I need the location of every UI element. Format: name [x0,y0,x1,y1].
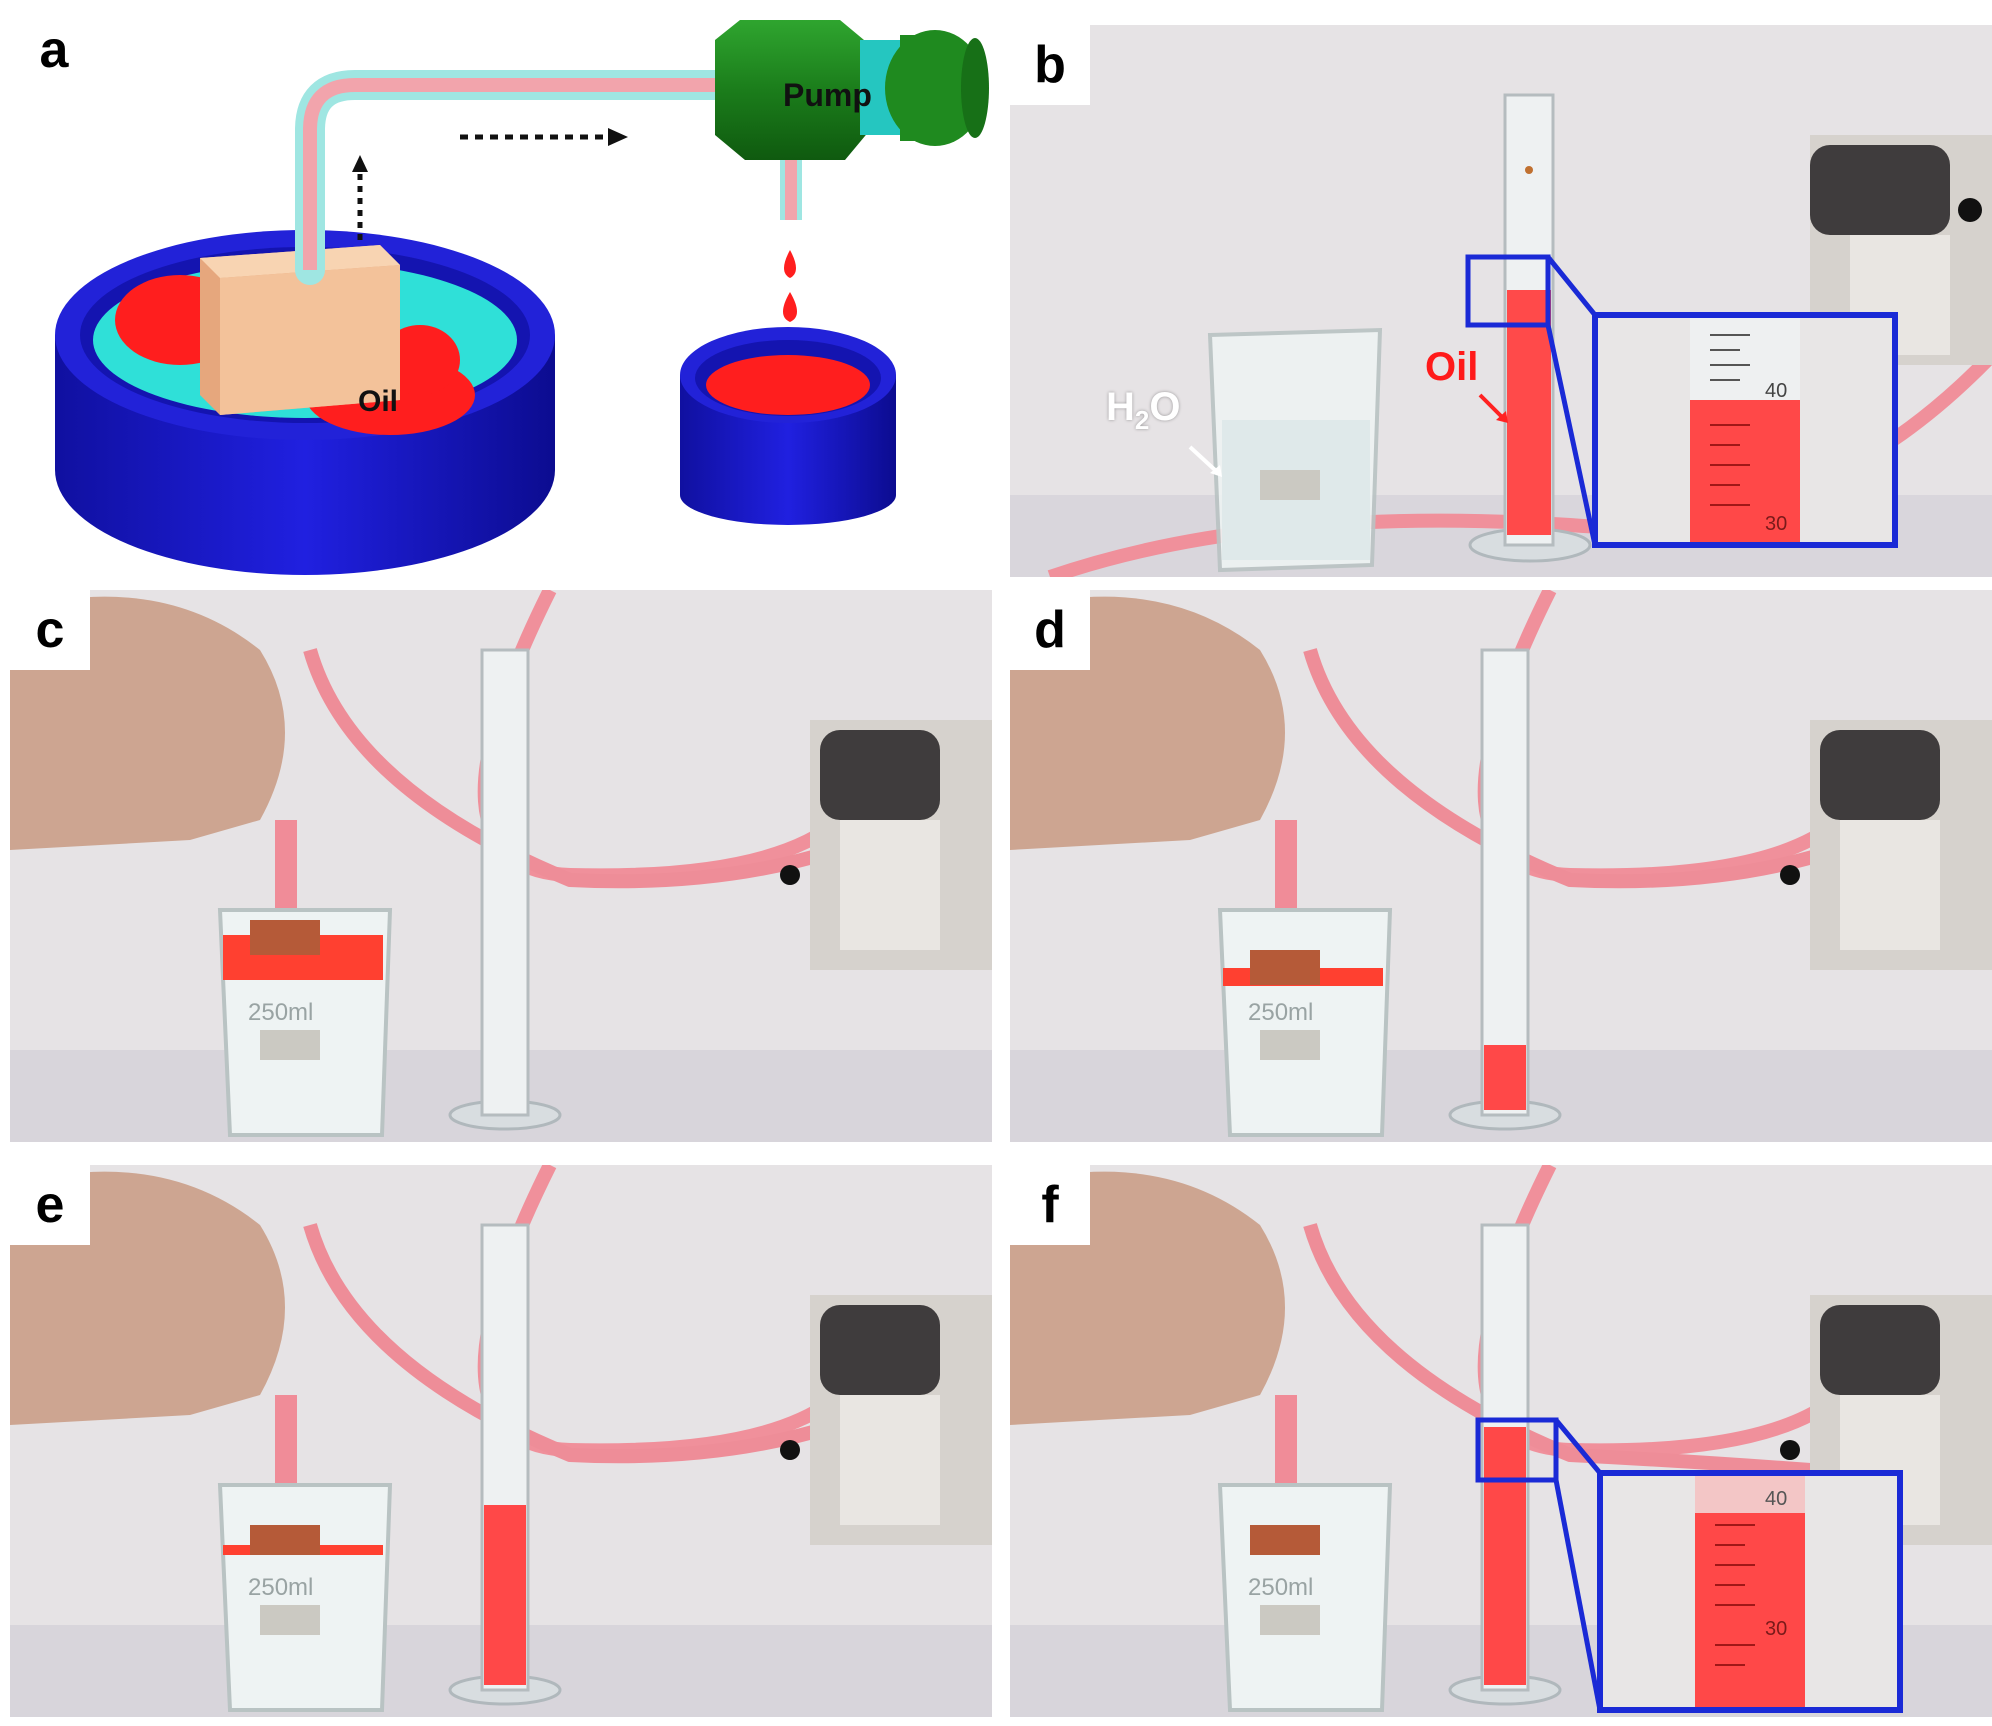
oil-column-small [1484,1045,1526,1110]
pump-label: Pump [783,77,872,113]
water-beaker [1207,327,1383,573]
panel-label-f: f [1010,1165,1090,1245]
zoom-inset-f: 40 30 [1597,1470,1903,1713]
zoom-source-box [1465,254,1551,328]
panel-c-photo: c 250ml [10,590,992,1142]
oil-label-photo: Oil [1425,345,1479,389]
collection-container [680,327,896,525]
svg-text:250ml: 250ml [1248,999,1313,1026]
oil-label-diagram: Oil [358,385,399,418]
graduated-cylinder [1468,93,1592,563]
panel-label-d: d [1010,590,1090,670]
pump-graphic [715,20,989,220]
oil-droplet-1 [784,250,796,278]
schematic-svg [55,20,989,575]
panel-d-photo: d 250ml [1010,590,1992,1142]
panel-a-schematic: a [0,0,1000,580]
inset-f-tick-30: 30 [1765,1618,1787,1640]
panel-label-b: b [1010,25,1090,105]
panel-f-photo: f 250ml 40 [1010,1165,1992,1717]
inset-tick-30: 30 [1765,513,1787,535]
panel-label-e: e [10,1165,90,1245]
panel-e-photo: e 250ml [10,1165,992,1717]
svg-text:250ml: 250ml [1248,1574,1313,1601]
oil-arrow [1478,393,1504,419]
oil-droplet-2 [783,292,797,322]
inset-f-tick-40: 40 [1765,1488,1787,1510]
water-label: H2O [1106,385,1181,435]
oil-column [1507,290,1551,535]
svg-text:250ml: 250ml [248,999,313,1026]
panel-label-a: a [39,21,69,79]
panel-b-photo: b [1010,25,1992,577]
water-arrow [1188,445,1217,472]
inset-tick-40: 40 [1765,380,1787,402]
photo-b-svg: 40 30 [1010,25,1992,577]
panel-label-c: c [10,590,90,670]
collected-oil [706,355,870,415]
svg-text:250ml: 250ml [248,1574,313,1601]
zoom-inset: 40 30 [1592,312,1898,548]
empty-cylinder [480,648,530,1117]
